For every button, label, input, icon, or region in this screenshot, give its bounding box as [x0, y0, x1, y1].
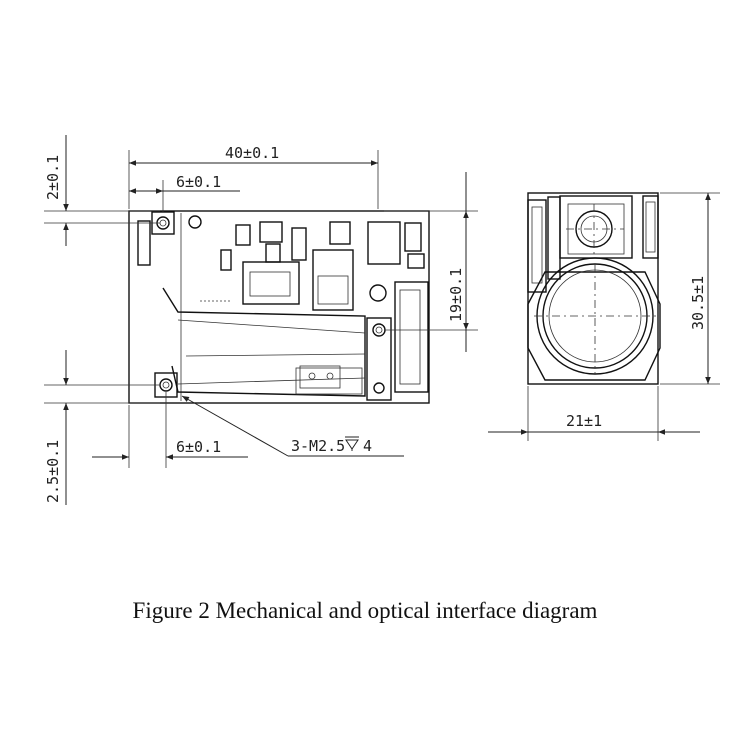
- dim-hole-spacing-vertical: 19±0.1: [447, 268, 465, 322]
- dim-left-top-offset: 2±0.1: [44, 155, 62, 200]
- dim-side-width: 21±1: [566, 412, 602, 430]
- dim-left-bottom-offset: 2.5±0.1: [44, 440, 62, 503]
- pcb-board-outline: [128, 210, 430, 404]
- dim-top-hole-offset: 6±0.1: [176, 173, 221, 191]
- dim-width-overall: 40±0.1: [225, 144, 279, 162]
- dim-side-height: 30.5±1: [689, 276, 707, 330]
- emitter-tube: [162, 287, 366, 397]
- depth-symbol-icon: [345, 436, 359, 451]
- dim-bottom-hole-offset: 6±0.1: [176, 438, 221, 456]
- screw-holes-label: 3-M2.5: [291, 437, 345, 455]
- screw-depth-label: 4: [363, 437, 372, 455]
- front-view: 40±0.1 6±0.1 2±0.1 19±0.1 2.5±0.1 6±0.1: [44, 135, 478, 505]
- mounting-hole-right: [366, 317, 392, 401]
- pcb-components: [188, 215, 429, 393]
- figure-caption: Figure 2 Mechanical and optical interfac…: [132, 598, 598, 623]
- side-view: 30.5±1 21±1: [488, 192, 720, 441]
- screw-callout: 3-M2.5 4: [291, 436, 372, 455]
